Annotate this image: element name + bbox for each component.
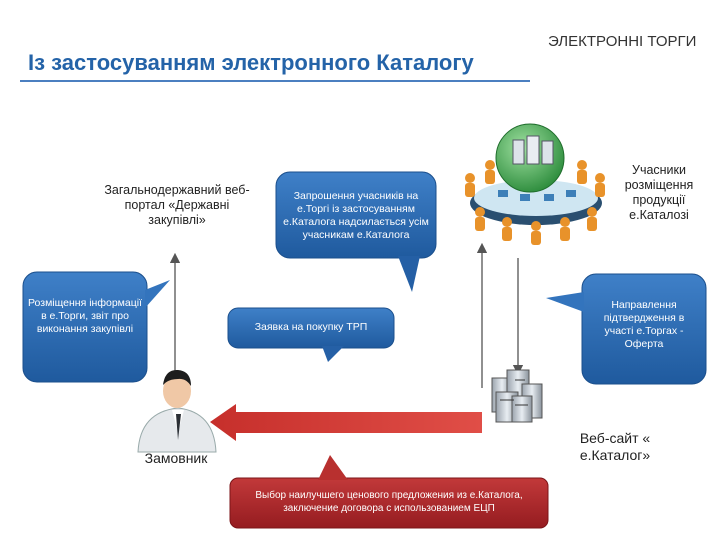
request-text: Заявка на покупку ТРП [254, 321, 368, 333]
website-label: Веб-сайт « е.Каталог» [579, 430, 651, 463]
selection-text: Выбор наилучшего ценового предложения из… [255, 490, 523, 514]
red-arrow-to-customer [210, 404, 482, 441]
page-title: Із застосуванням электронного Каталогу [28, 50, 474, 75]
request-bubble [227, 307, 395, 362]
section-subtitle: ЭЛЕКТРОННІ ТОРГИ [548, 33, 697, 50]
publication-bubble [22, 271, 170, 383]
invitation-text: Запрошення учасників на е.Торгі із засто… [283, 190, 429, 242]
meeting-table-icon [465, 123, 605, 245]
customer-person-icon [137, 369, 217, 453]
title-underline [20, 80, 530, 82]
participants-label: Учасники розміщення продукції е.Каталозі [624, 163, 694, 222]
publication-text: Розміщення інформації в е.Торги, звіт пр… [28, 297, 142, 336]
portal-label: Загальнодержавний веб-портал «Державні з… [104, 183, 250, 227]
customer-label: Замовник [144, 450, 208, 466]
confirmation-text: Направлення підтвердження в участі е.Тор… [603, 299, 685, 351]
server-cluster-icon [491, 369, 543, 423]
invitation-bubble [275, 171, 437, 292]
selection-bubble [229, 455, 549, 529]
confirmation-bubble [546, 273, 707, 385]
